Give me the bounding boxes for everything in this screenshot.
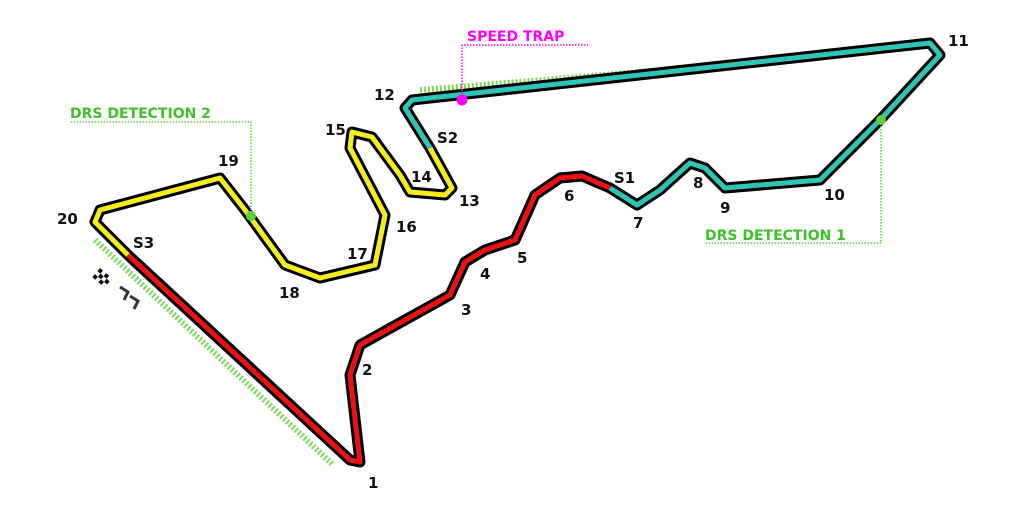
- turn-label: 19: [218, 152, 239, 170]
- turn-label: 7: [633, 214, 643, 232]
- drs-detection-1-label: DRS DETECTION 1: [705, 228, 846, 244]
- turn-label: 14: [411, 168, 432, 186]
- sector-3-track: [92, 129, 455, 281]
- speed-trap-label: SPEED TRAP: [467, 29, 564, 45]
- turn-label: 5: [517, 249, 527, 267]
- turn-label: 8: [693, 174, 703, 192]
- turn-label: 13: [459, 192, 480, 210]
- chevron-right-icon: [119, 285, 140, 310]
- turn-label: 17: [347, 245, 368, 263]
- turn-label: 3: [461, 301, 471, 319]
- speed-trap-leader: [461, 44, 588, 100]
- turn-label: 16: [396, 218, 417, 236]
- turn-label: 9: [720, 199, 730, 217]
- checkered-flag-icon: [92, 268, 110, 285]
- turn-label: 15: [325, 121, 346, 139]
- sector-label-s1: S1: [614, 169, 635, 187]
- drs-detection-1-marker: [876, 115, 886, 125]
- drs-detection-1-leader: [705, 120, 882, 244]
- turn-label: 18: [279, 284, 300, 302]
- turn-label: 4: [480, 265, 490, 283]
- turn-label: 11: [948, 32, 969, 50]
- drs-detection-2-label: DRS DETECTION 2: [70, 106, 211, 122]
- sector-label-s3: S3: [133, 234, 154, 252]
- sector-label-s2: S2: [437, 129, 458, 147]
- turn-label: 6: [564, 187, 574, 205]
- turn-label: 10: [824, 186, 845, 204]
- turn-label: 12: [374, 86, 395, 104]
- speed-trap-marker: [456, 94, 468, 106]
- sector-2-track: [402, 40, 943, 208]
- turn-label: 20: [57, 210, 78, 228]
- sector-1-track: [126, 173, 611, 465]
- turn-label: 2: [362, 361, 372, 379]
- drs-detection-2-leader: [70, 121, 252, 216]
- turn-label: 1: [368, 474, 378, 492]
- drs-detection-2-marker: [246, 211, 256, 221]
